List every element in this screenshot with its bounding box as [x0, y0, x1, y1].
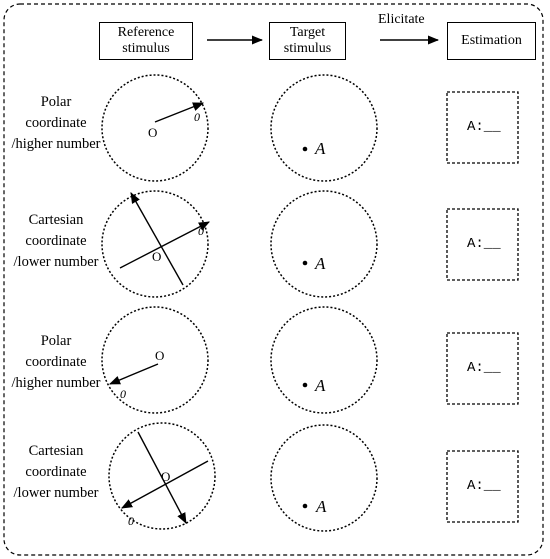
cartesian-axis-arrow [137, 431, 187, 524]
origin-label: O [148, 125, 157, 140]
row-2-label: Cartesian coordinate /lower number [13, 212, 99, 270]
target-circle [270, 190, 378, 298]
estimation-text: A:__ [467, 360, 501, 376]
target-point-label: A [314, 139, 326, 158]
estimation-text: A:__ [467, 478, 501, 494]
zero-label: 0 [194, 110, 200, 124]
origin-label: O [161, 469, 170, 484]
estimation-header-box: Estimation [447, 22, 536, 60]
estimation-header-label: Estimation [461, 33, 522, 48]
target-point [302, 260, 308, 266]
origin-label: O [152, 249, 161, 264]
row-4: O 0 A [108, 422, 519, 532]
estimation-box [446, 450, 519, 523]
row-3: O 0 A [101, 306, 519, 414]
reference-circle [101, 190, 209, 298]
row-1: O 0 A [101, 74, 519, 182]
zero-label: 0 [198, 224, 204, 238]
cartesian-axis-arrow [119, 221, 210, 269]
row-1-label: Polar coordinate /higher number [11, 94, 101, 152]
target-point [302, 382, 308, 388]
target-circle [270, 74, 378, 182]
reference-circle [108, 422, 216, 530]
row-2: O 0 A [101, 190, 519, 298]
polar-axis-arrow [108, 363, 159, 385]
elicitate-label: Elicitate [378, 12, 425, 27]
reference-circle [101, 74, 209, 182]
target-circle [270, 306, 378, 414]
origin-label: O [155, 348, 164, 363]
target-point [302, 146, 308, 152]
target-point-label: A [314, 376, 326, 395]
target-stimulus-label: Target stimulus [283, 25, 332, 56]
target-circle [270, 424, 378, 532]
row-3-label: Polar coordinate /higher number [11, 333, 101, 391]
outer-frame [3, 3, 544, 556]
estimation-text: A:__ [467, 119, 501, 135]
estimation-box [446, 332, 519, 405]
row-4-label: Cartesian coordinate /lower number [13, 443, 99, 501]
target-point-label: A [314, 254, 326, 273]
reference-circle [101, 306, 209, 414]
reference-stimulus-box: Reference stimulus [99, 22, 193, 60]
zero-label: 0 [128, 514, 134, 528]
estimation-box [446, 208, 519, 281]
cartesian-axis-arrow [130, 192, 184, 286]
polar-axis-arrow [154, 102, 205, 123]
estimation-box [446, 91, 519, 164]
target-point [302, 503, 308, 509]
zero-label: 0 [120, 387, 126, 401]
reference-stimulus-label: Reference stimulus [117, 25, 175, 56]
target-point-label: A [315, 497, 327, 516]
target-stimulus-box: Target stimulus [269, 22, 346, 60]
estimation-text: A:__ [467, 236, 501, 252]
